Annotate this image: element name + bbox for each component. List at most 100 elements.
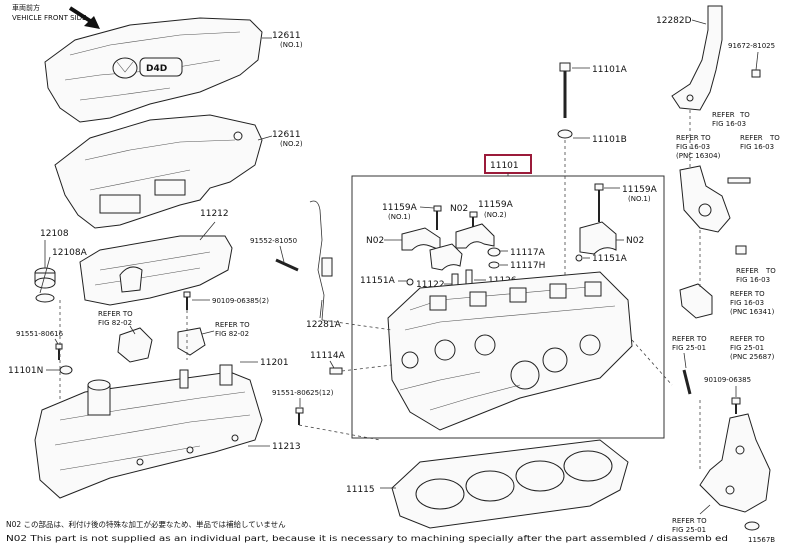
callout-90109-2: 90109-06385(2) <box>212 297 269 305</box>
refer-16-03-e-l1[interactable]: REFER TO <box>730 290 765 298</box>
callout-12611-no1-sub: (NO.1) <box>280 41 303 49</box>
callout-11101a: 11101A <box>592 65 628 75</box>
callout-11101b: 11101B <box>592 135 627 145</box>
head-gasket <box>391 439 629 529</box>
cylinder-head-cover <box>34 364 263 499</box>
callout-12282d: 12282D <box>656 16 692 26</box>
engine-cover-no1: D4D <box>44 17 263 123</box>
footnote-jp: N02 この部品は、利付け後の特殊な加工が必要なため、単品では補給していません <box>6 519 286 529</box>
callout-11101n: 11101N <box>8 366 43 376</box>
callout-11159a-mid-sub: (NO.2) <box>484 211 507 219</box>
callout-11115: 11115 <box>346 485 375 495</box>
callout-11201: 11201 <box>260 358 289 368</box>
refer-16-03-a-l3[interactable]: FIG 16-03 <box>712 120 746 128</box>
direction-label: VEHICLE FRONT SIDE <box>12 14 86 22</box>
refer-82-02-b-l1[interactable]: REFER TO <box>215 321 250 329</box>
refer-16-03-d-l2[interactable]: TO <box>765 267 776 275</box>
callout-12108a: 12108A <box>52 248 88 258</box>
oil-filler-cap <box>34 267 56 303</box>
callout-11117h: 11117H <box>510 261 545 271</box>
pin-11151a-left <box>406 278 414 286</box>
callout-n02-right: N02 <box>626 236 644 246</box>
seal-11117h <box>488 261 500 269</box>
callout-11159a-right-sub: (NO.1) <box>628 195 651 203</box>
stud-25-01 <box>682 369 692 395</box>
callout-12611-no2-sub: (NO.2) <box>280 140 303 148</box>
gasket-16341 <box>679 283 713 319</box>
refer-25-01-b-l2[interactable]: FIG 25-01 <box>730 344 764 352</box>
callout-11212: 11212 <box>200 209 229 219</box>
bolt-11567b <box>744 521 760 531</box>
refer-25-01-a-l2[interactable]: FIG 25-01 <box>672 344 706 352</box>
callout-11159a-mid: 11159A <box>478 200 514 210</box>
bearing-cap-right <box>579 221 617 255</box>
callout-11151a-left: 11151A <box>360 276 396 286</box>
callout-11159a-left: 11159A <box>382 203 418 213</box>
callout-11114a: 11114A <box>310 351 346 361</box>
callout-12611-no2: 12611 <box>272 130 301 140</box>
oil-baffle-plate <box>79 235 233 306</box>
bearing-cap-mid <box>455 223 495 249</box>
callout-n02-left: N02 <box>366 236 384 246</box>
callout-n02-top: N02 <box>450 204 468 214</box>
refer-16-03-d-l1[interactable]: REFER <box>736 267 759 275</box>
refer-16-03-c-l1[interactable]: REFER <box>740 134 763 142</box>
washer-11101b <box>557 129 573 139</box>
refer-16-03-e-l2[interactable]: FIG 16-03 <box>730 299 764 307</box>
cylinder-head <box>387 271 633 431</box>
refer-16-03-c-l3[interactable]: FIG 16-03 <box>740 143 774 151</box>
bearing-cap-lower <box>429 243 463 271</box>
callout-12281a: 12281A <box>306 320 342 330</box>
refer-82-02-b-l2[interactable]: FIG 82-02 <box>215 330 249 338</box>
refer-25-01-c-l2[interactable]: FIG 25-01 <box>672 526 706 534</box>
refer-16-03-a-l2[interactable]: TO <box>739 111 750 119</box>
callout-11117a: 11117A <box>510 248 546 258</box>
callout-11213: 11213 <box>272 442 301 452</box>
callout-91551-80625: 91551-80625(12) <box>272 389 334 397</box>
engine-cover-no2 <box>54 114 263 229</box>
dipstick-guide <box>309 200 333 321</box>
footnote-en: N02 This part is not supplied as an indi… <box>6 534 728 543</box>
engine-hanger-12282d <box>671 5 723 111</box>
refer-16-03-a-l1[interactable]: REFER <box>712 111 735 119</box>
refer-25-01-b-l3[interactable]: (PNC 25687) <box>730 353 775 361</box>
callout-91552: 91552-81050 <box>250 237 297 245</box>
refer-25-01-c-l1[interactable]: REFER TO <box>672 517 707 525</box>
stud-bolt-91552 <box>275 258 299 272</box>
bolt-91672 <box>751 69 761 78</box>
refer-16-03-b-l1[interactable]: REFER TO <box>676 134 711 142</box>
bearing-cap-left <box>401 227 441 251</box>
bolt-90109-right <box>731 397 741 414</box>
plug-11101n <box>59 365 73 375</box>
refer-25-01-b-l1[interactable]: REFER TO <box>730 335 765 343</box>
pin-11151a-right <box>575 254 583 262</box>
refer-16-03-d-l3[interactable]: FIG 16-03 <box>736 276 770 284</box>
bolt-11159a-right <box>594 183 604 222</box>
refer-25-01-a-l1[interactable]: REFER TO <box>672 335 707 343</box>
refer-82-02-a-l2[interactable]: FIG 82-02 <box>98 319 132 327</box>
bolt-11159a-left <box>433 205 442 230</box>
callout-12108: 12108 <box>40 229 69 239</box>
callout-11122: 11122 <box>416 280 445 290</box>
head-bolt-11101a <box>559 62 571 118</box>
callout-11101-main[interactable]: 11101 <box>490 161 519 171</box>
direction-label-jp: 車両前方 <box>12 3 40 12</box>
front-direction-arrow <box>68 6 100 29</box>
refer-16-03-e-l3[interactable]: (PNC 16341) <box>730 308 775 316</box>
bracket-right <box>177 327 206 356</box>
callout-91672: 91672-81025 <box>728 42 775 50</box>
callout-90109-right: 90109-06385 <box>704 376 751 384</box>
refer-82-02-a-l1[interactable]: REFER TO <box>98 310 133 318</box>
callout-12611-no1: 12611 <box>272 31 301 41</box>
exhaust-bracket <box>699 413 771 513</box>
refer-16-03-c-l2[interactable]: TO <box>769 134 780 142</box>
water-outlet <box>679 165 751 255</box>
seal-11117a <box>487 247 501 257</box>
refer-16-03-b-l2[interactable]: FIG 16-03 <box>676 143 710 151</box>
plug-11114a <box>329 367 343 375</box>
callout-91551-80616: 91551-80616 <box>16 330 64 338</box>
refer-16-03-b-l3[interactable]: (PNC 16304) <box>676 152 721 160</box>
bolt-91551-80625 <box>295 407 304 425</box>
bracket-left <box>117 327 153 363</box>
